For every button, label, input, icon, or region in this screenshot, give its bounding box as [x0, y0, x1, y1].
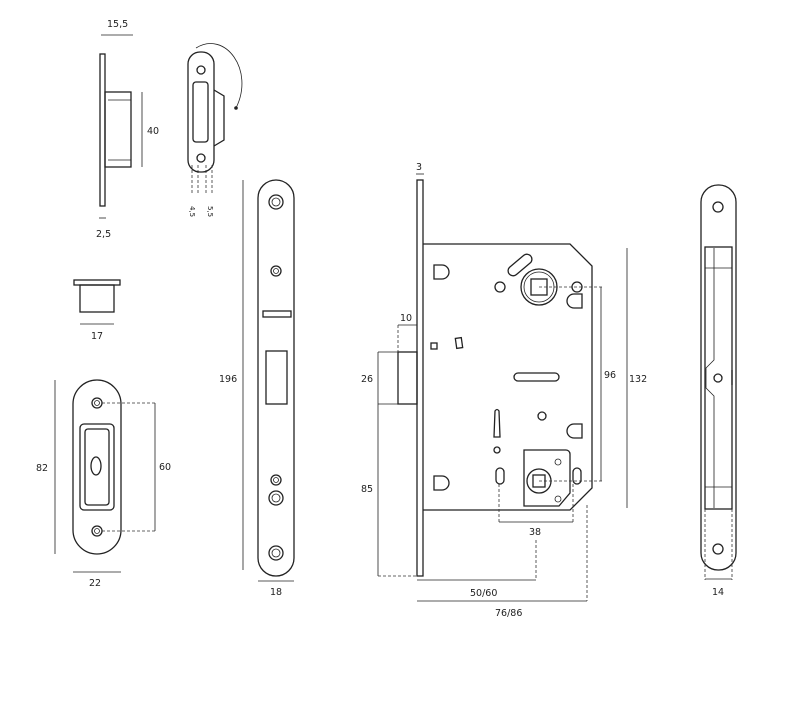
dim-faceplate-thickness: 3: [416, 162, 422, 173]
dim-strike-plate-width: 22: [89, 578, 101, 589]
dim-strike-hole-spacing: 60: [159, 462, 171, 473]
dim-case-height: 132: [629, 374, 647, 385]
dim-latch-to-bottom: 85: [361, 484, 373, 495]
dim-key-spacing: 38: [529, 527, 541, 538]
strike-box-top-view: 17: [73, 279, 121, 342]
dim-faceplate-height: 196: [219, 374, 237, 385]
dim-strike-plate-height: 82: [36, 463, 48, 474]
dim-latch-height: 26: [361, 374, 373, 385]
dim-strike-thickness: 2,5: [96, 229, 111, 240]
faceplate-front-view: 196 18: [219, 179, 295, 598]
dim-latch-projection: 10: [400, 313, 412, 324]
dim-case-depth: 76/86: [495, 608, 522, 619]
dim-strike-depth: 15,5: [107, 19, 128, 30]
dim-strike-height: 40: [147, 126, 159, 137]
dim-handle-to-key: 96: [604, 370, 616, 381]
dim-offset-a: 4,5: [188, 206, 196, 217]
strike-plate-front-view: 82 60 22: [36, 379, 171, 589]
dim-strike-box-width: 17: [91, 331, 103, 342]
dim-faceplate-width: 18: [270, 587, 282, 598]
lock-body-side-view: 3 10 26 85: [361, 162, 647, 619]
dim-backset: 50/60: [470, 588, 497, 599]
strike-perspective-view: 4,5 5,5: [187, 43, 243, 217]
dim-offset-b: 5,5: [206, 206, 214, 217]
strike-side-view: 15,5 40 2,5: [96, 19, 159, 240]
dim-rear-plate-width: 14: [712, 587, 724, 598]
rear-plate-view: 14: [700, 184, 737, 598]
